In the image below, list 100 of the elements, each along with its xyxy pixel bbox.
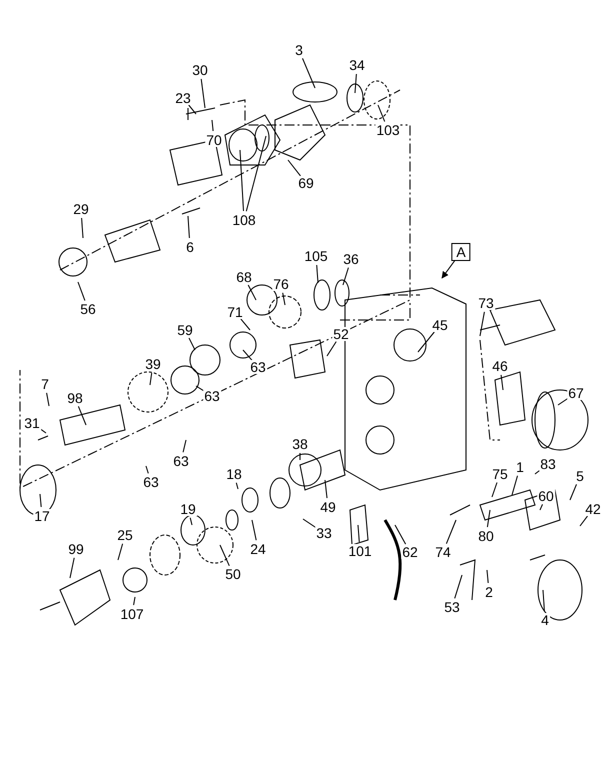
leader-line [358,524,360,542]
leader-line [81,218,84,238]
callout-number: 19 [179,502,197,516]
leader-line [246,136,266,212]
arrow [442,258,456,279]
callout-number: 36 [342,252,360,266]
callout-number: 56 [79,302,97,316]
callout-number: 30 [191,63,209,77]
leader-line [220,544,230,566]
callout-number: 99 [67,542,85,556]
callout-number: 6 [185,240,195,254]
callout-number: 63 [203,389,221,403]
leader-line [242,350,252,361]
leader-line [342,267,349,286]
leader-line [252,520,257,541]
callout-number: 5 [575,469,585,483]
leader-line [150,372,152,386]
leader-line [146,466,149,474]
leader-line [570,484,577,500]
leader-line [324,480,328,499]
callout-number: 63 [172,454,190,468]
callout-number: 62 [401,545,419,559]
callout-number: 2 [484,585,494,599]
leader-line [540,504,543,510]
callout-number: 98 [66,391,84,405]
leader-line [418,332,435,352]
callout-number: 17 [33,509,51,523]
leader-line [492,482,498,498]
leader-line [446,520,456,544]
callout-number: 75 [491,467,509,481]
callout-number: 34 [348,58,366,72]
callout-number: 52 [332,327,350,341]
callout-number: 29 [72,202,90,216]
callout-number: 1 [515,460,525,474]
callout-number: 71 [226,305,244,319]
callout-number: 53 [443,600,461,614]
callout-number: 105 [303,249,329,263]
leader-line [326,341,337,356]
callout-number: 45 [431,318,449,332]
leader-line [196,386,205,392]
callout-number: 31 [23,416,41,430]
callout-number: 18 [225,467,243,481]
callout-number: 49 [319,500,337,514]
callout-number: 69 [297,176,315,190]
leader-line [78,406,86,426]
leader-line [200,78,206,108]
callout-number: 63 [249,360,267,374]
leader-line [188,104,196,114]
leader-line [182,440,186,453]
leader-line [486,510,490,528]
callout-number: 33 [315,526,333,540]
callout-number: 24 [249,542,267,556]
callout-number: 76 [272,277,290,291]
callout-number: 70 [205,133,223,147]
leader-line [248,284,256,300]
leader-line [118,543,124,560]
callout-number: 101 [347,544,373,558]
leader-line [190,517,192,526]
leader-line [500,374,504,390]
leader-line [288,160,301,176]
callout-number: 63 [142,475,160,489]
callout-number: 50 [224,567,242,581]
callout-number: 3 [294,43,304,57]
leader-line [70,557,75,578]
callout-number: 39 [144,357,162,371]
callout-number: 4 [540,613,550,627]
leader-line [282,292,286,306]
leader-line [454,574,462,599]
callout-number: 59 [176,323,194,337]
callout-number: 42 [584,502,602,516]
callout-number: 107 [119,607,145,621]
leader-line [580,516,588,526]
callout-number: 67 [567,386,585,400]
leader-line [542,590,545,612]
callout-number: 25 [116,528,134,542]
leader-line [133,596,136,606]
leader-line [240,150,244,212]
callout-number: 38 [291,437,309,451]
leader-line [394,524,406,545]
leader-line [40,494,42,508]
reference-letter: A [451,243,471,261]
callout-number: 46 [491,359,509,373]
callout-number: 103 [375,123,401,137]
leader-line [78,282,86,302]
callout-number: 60 [537,489,555,503]
leader-line [512,475,518,496]
leader-line [354,74,357,94]
callout-number: 80 [477,529,495,543]
leader-line [316,264,318,284]
leader-line [240,318,250,330]
callout-number: 108 [231,213,257,227]
leader-line [302,58,316,88]
leader-line [212,120,214,132]
leader-line [302,518,317,528]
callout-number: 83 [539,457,557,471]
leader-line [188,216,190,238]
leader-line [558,398,569,406]
leader-line [188,338,196,350]
callout-number: 73 [477,296,495,310]
callout-number: 23 [174,91,192,105]
